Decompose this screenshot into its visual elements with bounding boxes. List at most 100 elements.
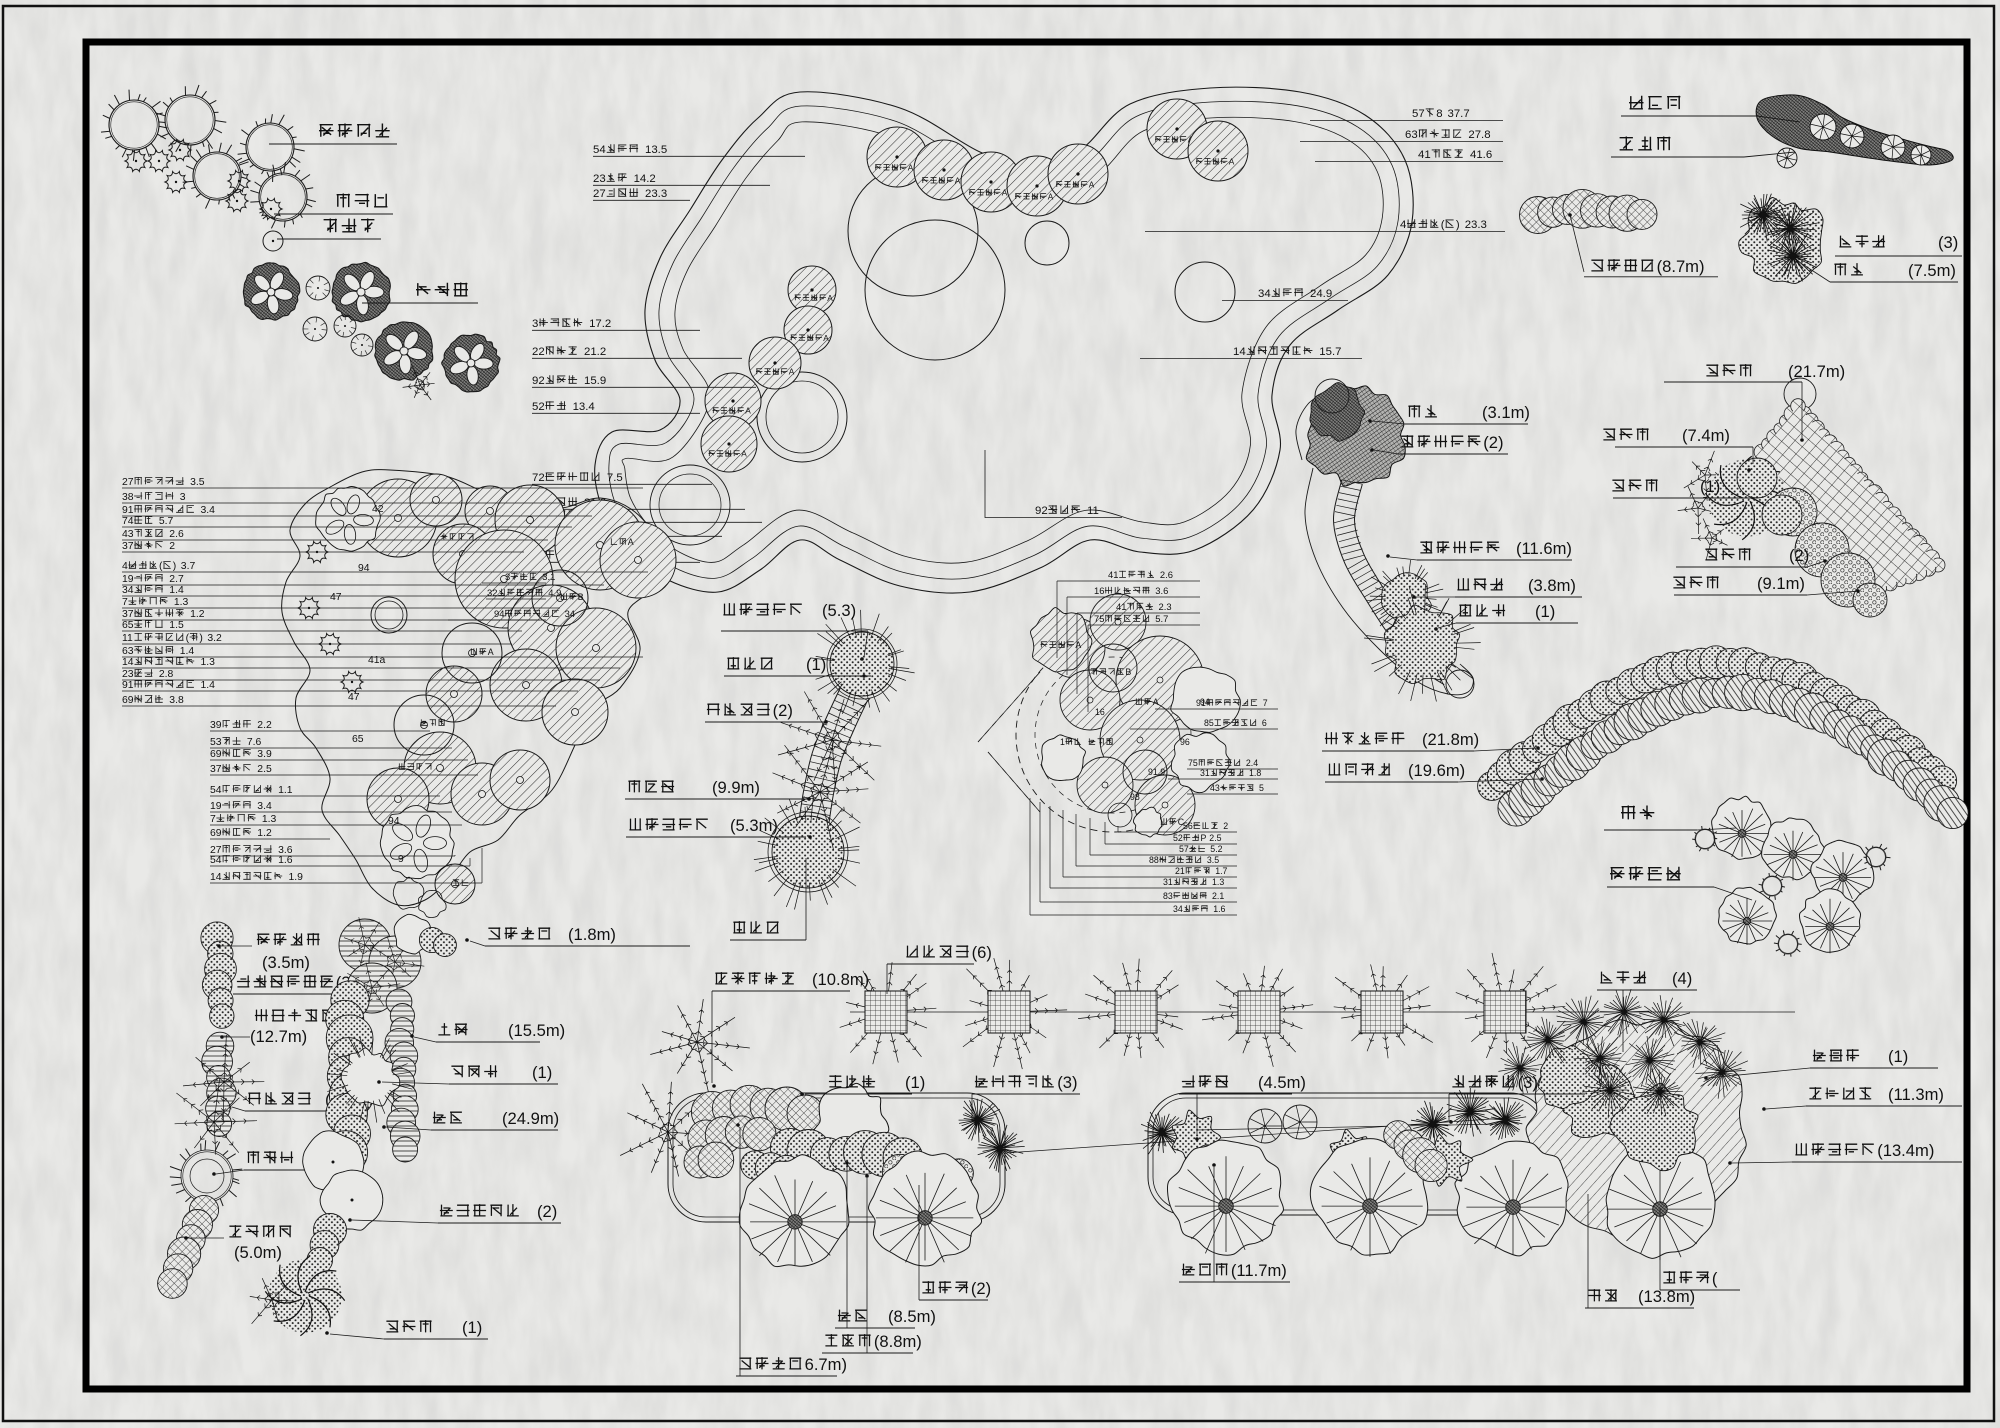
svg-text:54: 54 xyxy=(210,785,222,796)
svg-text:2.4: 2.4 xyxy=(1246,758,1258,768)
svg-text:A: A xyxy=(1089,180,1095,190)
svg-text:3.7: 3.7 xyxy=(181,561,196,572)
svg-text:2.8: 2.8 xyxy=(159,669,174,680)
svg-text:52: 52 xyxy=(1173,833,1183,843)
svg-text:23: 23 xyxy=(122,669,134,680)
svg-text:65: 65 xyxy=(352,734,364,745)
svg-text:88: 88 xyxy=(1149,855,1159,865)
svg-text:2: 2 xyxy=(169,541,175,552)
svg-text:2.7: 2.7 xyxy=(169,574,184,585)
svg-text:1.8: 1.8 xyxy=(1249,768,1261,778)
svg-text:42: 42 xyxy=(372,504,384,515)
svg-text:63: 63 xyxy=(122,646,134,657)
svg-text:57: 57 xyxy=(1412,108,1425,120)
svg-text:1.3: 1.3 xyxy=(201,657,216,668)
svg-text:69: 69 xyxy=(210,749,222,760)
svg-text:41: 41 xyxy=(1418,149,1431,161)
svg-text:94: 94 xyxy=(1200,697,1210,707)
svg-text:1.5: 1.5 xyxy=(169,620,184,631)
svg-text:11: 11 xyxy=(122,633,133,644)
svg-text:A: A xyxy=(955,176,961,186)
svg-text:1.3: 1.3 xyxy=(174,597,189,608)
svg-text:7: 7 xyxy=(1263,698,1268,708)
svg-text:27.8: 27.8 xyxy=(1468,129,1490,141)
svg-text:1.3: 1.3 xyxy=(1212,877,1224,887)
svg-text:74: 74 xyxy=(122,516,134,527)
svg-text:A: A xyxy=(488,647,494,657)
svg-text:3.2: 3.2 xyxy=(207,633,222,644)
svg-text:39: 39 xyxy=(210,720,222,731)
svg-text:7.5: 7.5 xyxy=(607,472,623,484)
svg-text:3.4: 3.4 xyxy=(201,505,216,516)
svg-text:27: 27 xyxy=(593,188,606,200)
svg-text:47: 47 xyxy=(348,692,360,703)
svg-text:(1): (1) xyxy=(1535,602,1555,621)
svg-text:3.6: 3.6 xyxy=(1155,585,1168,596)
svg-text:1.9: 1.9 xyxy=(289,872,304,883)
svg-text:A: A xyxy=(1002,188,1008,198)
svg-text:53: 53 xyxy=(210,737,222,748)
svg-text:(21.8m): (21.8m) xyxy=(1422,730,1479,749)
svg-text:(: ( xyxy=(159,561,163,572)
svg-text:A: A xyxy=(1229,157,1235,167)
svg-text:3.8: 3.8 xyxy=(169,695,184,706)
svg-text:41a: 41a xyxy=(368,655,386,666)
svg-text:7: 7 xyxy=(122,597,128,608)
svg-text:A: A xyxy=(741,449,747,459)
svg-text:15.9: 15.9 xyxy=(584,375,606,387)
svg-text:A: A xyxy=(827,293,833,303)
svg-text:94: 94 xyxy=(358,563,370,574)
svg-text:65: 65 xyxy=(122,620,134,631)
svg-text:37: 37 xyxy=(122,609,134,620)
svg-text:3.5: 3.5 xyxy=(1207,855,1219,865)
svg-text:2.1: 2.1 xyxy=(1212,891,1224,901)
svg-text:1.1: 1.1 xyxy=(278,785,293,796)
svg-text:31: 31 xyxy=(1163,877,1173,887)
svg-text:91.9: 91.9 xyxy=(1148,767,1165,777)
svg-text:75: 75 xyxy=(1094,613,1104,624)
svg-text:(: ( xyxy=(186,633,190,644)
svg-text:5.7: 5.7 xyxy=(1155,613,1168,624)
svg-text:63: 63 xyxy=(1405,129,1418,141)
svg-text:83: 83 xyxy=(1163,891,1173,901)
svg-text:(1): (1) xyxy=(462,1318,482,1337)
svg-text:4.9: 4.9 xyxy=(548,587,561,598)
svg-text:17.2: 17.2 xyxy=(589,318,611,330)
svg-text:1.4: 1.4 xyxy=(201,680,216,691)
svg-text:27: 27 xyxy=(210,845,222,856)
svg-text:B: B xyxy=(1125,667,1131,677)
svg-text:34: 34 xyxy=(122,585,134,596)
svg-text:3.9: 3.9 xyxy=(257,749,272,760)
svg-text:(2): (2) xyxy=(971,1279,991,1298)
svg-text:37.7: 37.7 xyxy=(1448,108,1470,120)
svg-text:5.2: 5.2 xyxy=(1210,844,1222,854)
svg-text:37: 37 xyxy=(210,764,222,775)
svg-text:(19.6m): (19.6m) xyxy=(1408,761,1465,780)
svg-text:(13.8m): (13.8m) xyxy=(1638,1287,1695,1306)
svg-text:1.6: 1.6 xyxy=(278,855,293,866)
svg-text:31: 31 xyxy=(1200,768,1210,778)
svg-text:(3): (3) xyxy=(1938,233,1958,252)
svg-text:A: A xyxy=(628,537,634,547)
svg-text:41: 41 xyxy=(1116,601,1126,612)
svg-text:7.6: 7.6 xyxy=(247,737,262,748)
svg-text:21.2: 21.2 xyxy=(584,346,606,358)
svg-text:34: 34 xyxy=(565,608,575,619)
svg-text:96: 96 xyxy=(1180,737,1190,747)
svg-text:A: A xyxy=(908,163,914,173)
svg-text:91: 91 xyxy=(122,680,134,691)
svg-text:32: 32 xyxy=(487,587,497,598)
svg-text:34: 34 xyxy=(1258,288,1271,300)
svg-text:(11.3m): (11.3m) xyxy=(1888,1085,1944,1104)
svg-text:14: 14 xyxy=(122,657,134,668)
svg-text:2.2: 2.2 xyxy=(257,720,272,731)
svg-text:(1): (1) xyxy=(905,1073,925,1092)
svg-text:41.6: 41.6 xyxy=(1470,149,1492,161)
svg-text:1.2: 1.2 xyxy=(190,609,205,620)
svg-text:2.6: 2.6 xyxy=(1160,569,1173,580)
svg-text:(21.7m): (21.7m) xyxy=(1788,362,1845,381)
svg-text:16: 16 xyxy=(1095,707,1105,717)
svg-text:7: 7 xyxy=(210,814,216,825)
svg-text:24.9: 24.9 xyxy=(1310,288,1332,300)
svg-text:(1): (1) xyxy=(1700,477,1720,496)
